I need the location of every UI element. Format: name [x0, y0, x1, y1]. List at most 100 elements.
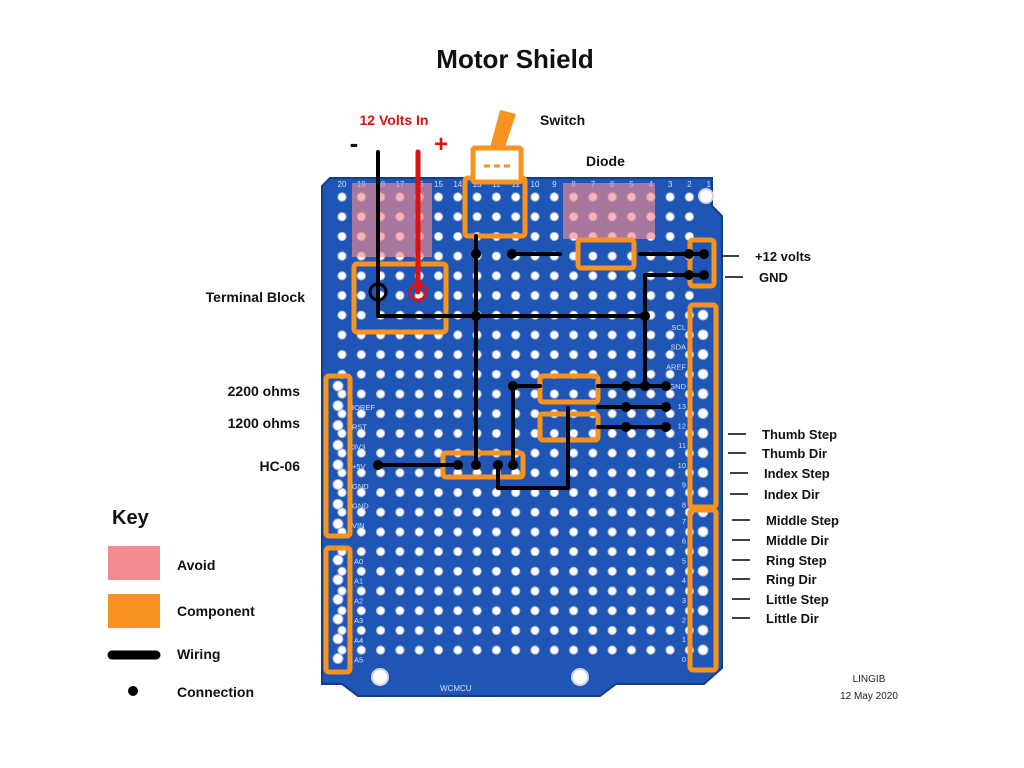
board-hole: [568, 428, 579, 439]
board-hole: [395, 389, 405, 399]
right-header-label: 7: [682, 517, 686, 526]
board-hole: [626, 369, 637, 379]
board-hole: [511, 212, 521, 222]
board-hole: [665, 527, 675, 537]
right-header-label: 4: [682, 576, 686, 585]
header-pin: [697, 644, 709, 656]
key-connection-label: Connection: [177, 684, 254, 700]
board-hole: [626, 546, 637, 557]
board-hole: [588, 586, 598, 596]
board-hole: [607, 487, 617, 498]
board-hole: [472, 625, 482, 636]
board-hole: [337, 586, 347, 596]
board-hole: [491, 330, 502, 340]
board-hole: [356, 271, 366, 281]
board-hole: [607, 271, 617, 281]
switch-lever: [470, 110, 524, 185]
header-pin: [332, 479, 344, 490]
board-hole: [375, 625, 386, 636]
board-hole: [356, 527, 366, 537]
left-header-label: 3V3: [352, 442, 365, 451]
board-hole: [395, 487, 405, 498]
header-pin: [332, 400, 344, 412]
power-header: [687, 237, 717, 289]
header-pin: [697, 545, 709, 557]
board-hole: [665, 645, 675, 655]
header-pin: [697, 565, 709, 577]
board-hole: [453, 487, 463, 498]
board-hole: [414, 625, 424, 636]
header-pin: [697, 447, 709, 459]
board-hole: [511, 192, 521, 202]
board-hole: [337, 271, 347, 281]
board-hole: [375, 448, 386, 458]
board-hole: [588, 468, 598, 478]
board-hole: [549, 468, 559, 478]
board-hole: [395, 606, 405, 616]
board-hole: [337, 625, 347, 636]
right-header-lower: [687, 507, 719, 673]
board-hole: [453, 428, 463, 439]
board-hole: [665, 586, 675, 596]
analog-header-label: A2: [354, 596, 363, 605]
board-hole: [665, 546, 675, 557]
board-hole: [375, 428, 386, 439]
board-hole: [549, 625, 559, 636]
board-hole: [375, 586, 386, 596]
board-hole: [588, 625, 598, 636]
right-pin-label: Index Step: [764, 466, 830, 481]
board-hole: [453, 507, 463, 517]
right-pin-label: Middle Dir: [766, 533, 829, 548]
board-hole: [530, 527, 540, 537]
analog-header: [323, 545, 353, 675]
board-hole: [433, 212, 444, 222]
board-hole: [453, 586, 463, 596]
board-hole: [395, 625, 405, 636]
board-hole: [356, 546, 366, 557]
author-label: LINGIB: [853, 674, 886, 685]
header-pin: [697, 348, 709, 360]
right-header-label: GND: [669, 382, 686, 391]
right-header-label: 5: [682, 556, 686, 565]
board-hole: [491, 369, 502, 379]
board-hole: [607, 330, 617, 340]
board-hole: [414, 468, 424, 478]
board-hole: [665, 212, 675, 222]
mount-hole: [698, 188, 714, 204]
board-hole: [472, 527, 482, 537]
board-hole: [356, 448, 366, 458]
board-hole: [491, 349, 502, 360]
header-pin: [332, 653, 344, 664]
diode-body: [575, 237, 637, 271]
board-hole: [646, 586, 656, 596]
board-hole: [626, 527, 637, 537]
right-header-label: 9: [682, 481, 686, 490]
board-hole: [433, 251, 444, 261]
board-hole: [511, 606, 521, 616]
board-hole: [356, 606, 366, 616]
board-hole: [530, 330, 540, 340]
board-hole: [414, 369, 424, 379]
header-pin: [697, 624, 709, 636]
board-hole: [395, 369, 405, 379]
board-hole: [646, 527, 656, 537]
board-hole: [646, 566, 656, 576]
board-hole: [549, 192, 559, 202]
board-hole: [356, 310, 366, 320]
board-hole: [530, 290, 540, 301]
board-hole: [453, 271, 463, 281]
board-hole: [646, 290, 656, 301]
right-header-label: 11: [678, 441, 686, 450]
board-hole: [414, 606, 424, 616]
left-header: [323, 373, 353, 539]
board-hole: [356, 349, 366, 360]
board-hole: [414, 409, 424, 419]
board-hole: [549, 349, 559, 360]
left-header-label: VIN: [352, 521, 365, 530]
board-hole: [549, 546, 559, 557]
board-hole: [588, 507, 598, 517]
board-hole: [607, 546, 617, 557]
header-pin: [332, 518, 344, 530]
board-hole: [607, 251, 617, 261]
board-hole: [414, 586, 424, 596]
